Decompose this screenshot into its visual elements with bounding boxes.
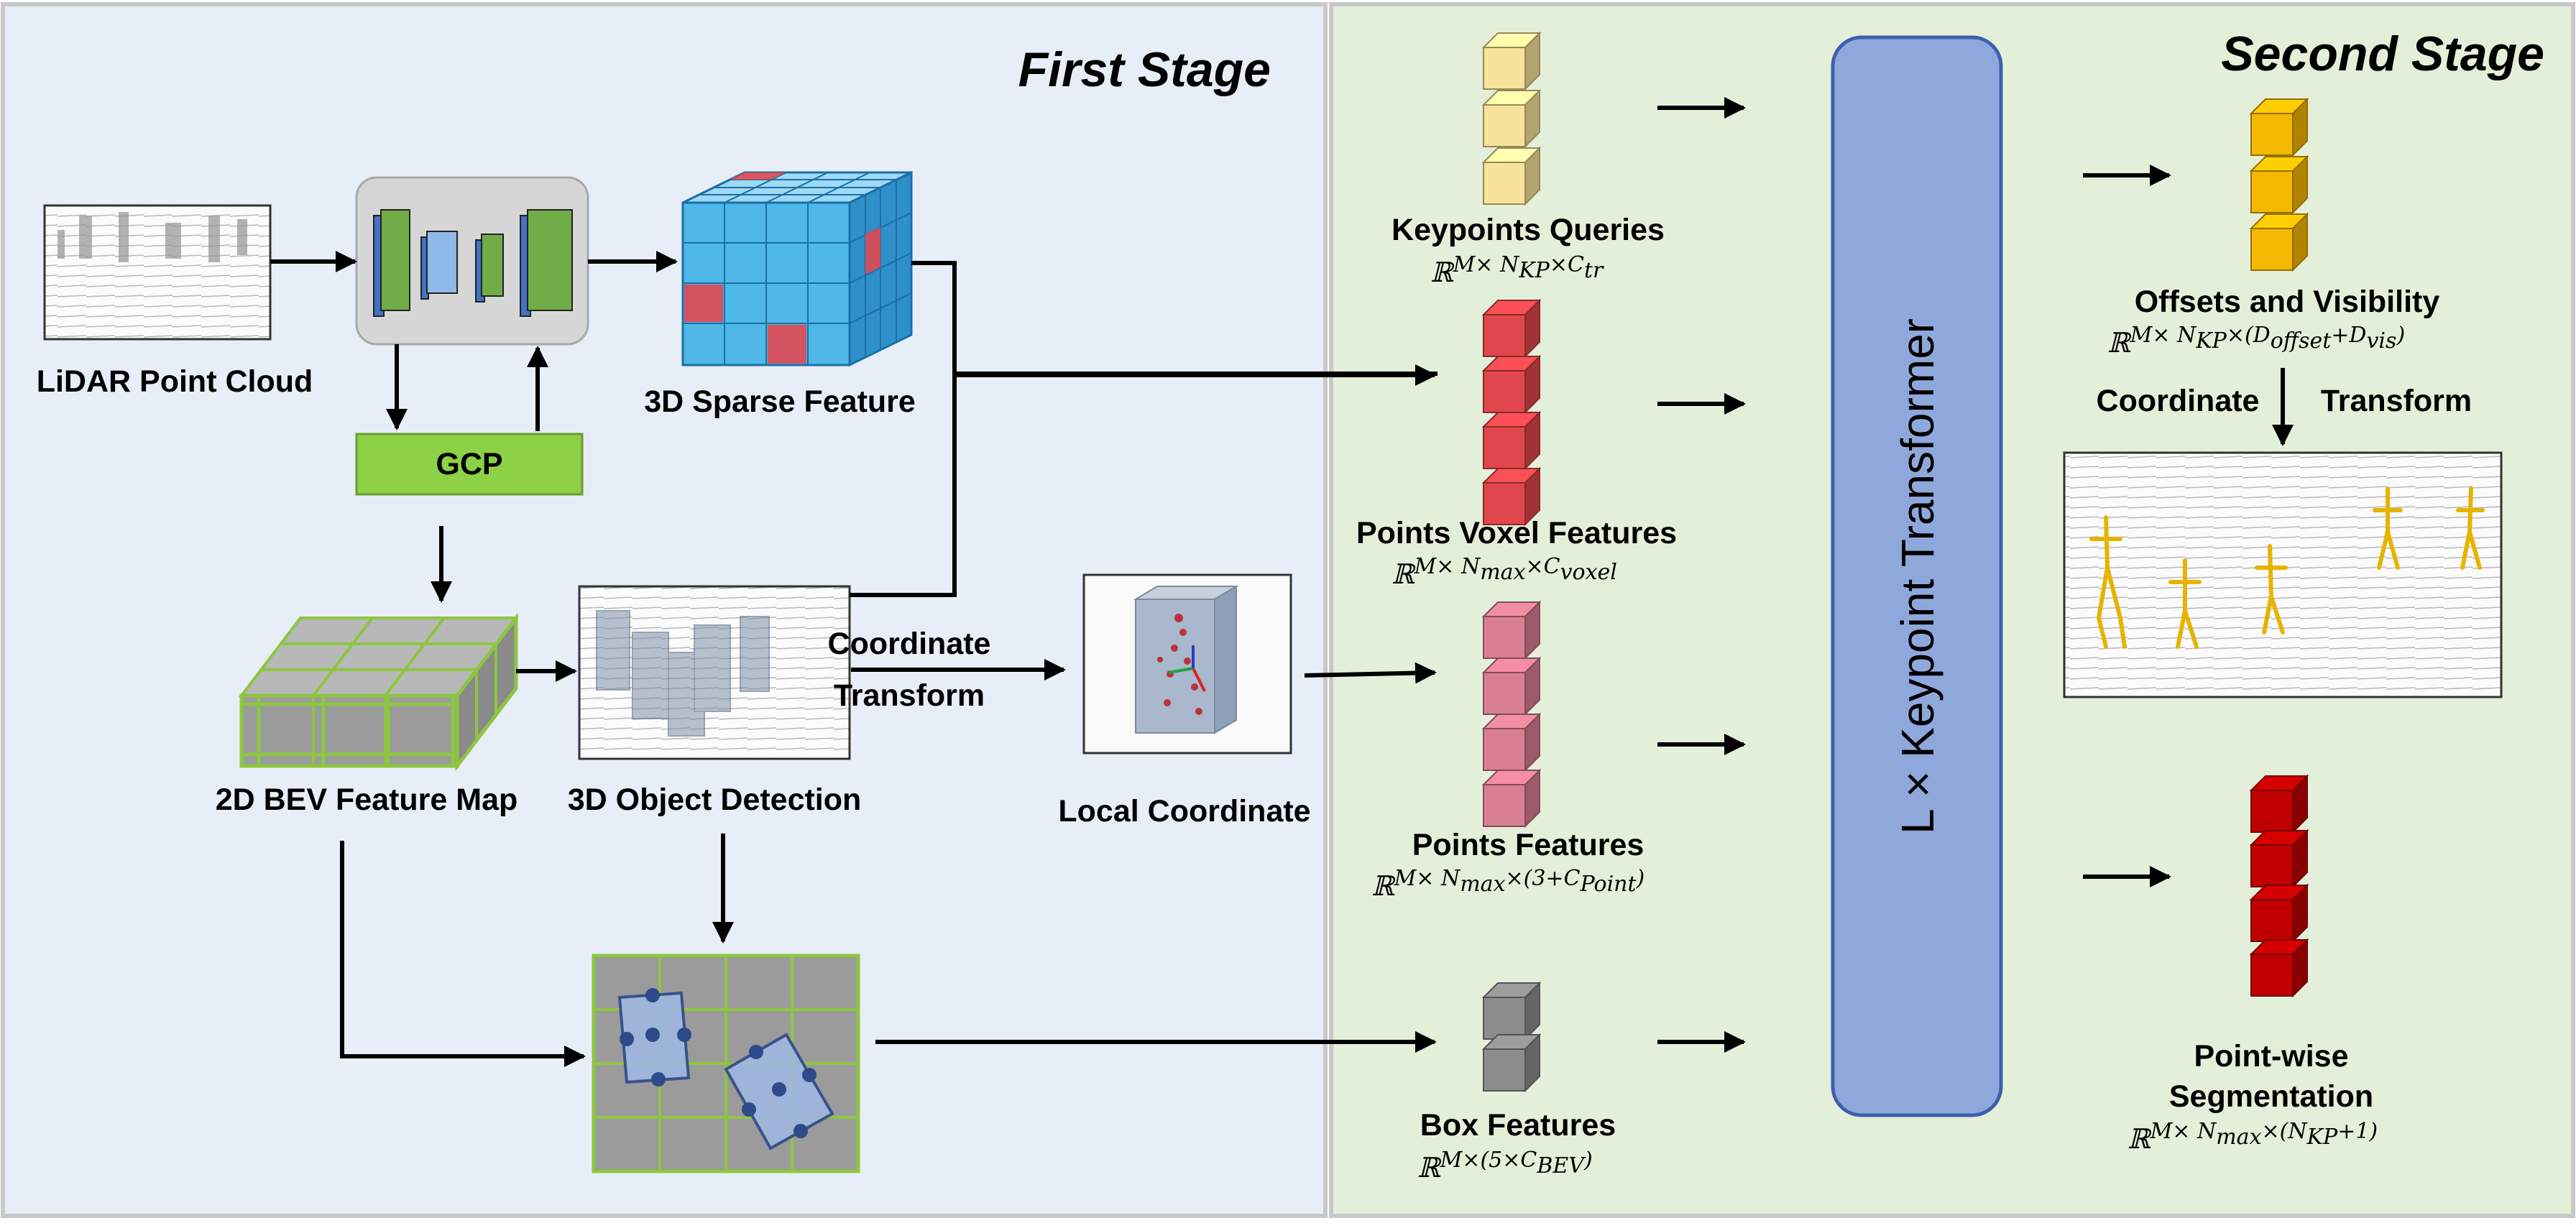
gcp-block xyxy=(355,433,584,496)
bev-feature-map xyxy=(238,612,520,772)
offset-cube xyxy=(2249,212,2309,272)
first-stage-arrows xyxy=(270,251,1438,1067)
detection-thumbnail xyxy=(578,585,851,760)
svg-text:ℝM× Nmax×Cvoxel: ℝM× Nmax×Cvoxel xyxy=(1392,554,1617,590)
keypoint-queries-label: Keypoints Queries xyxy=(1392,213,1665,247)
query-cube xyxy=(1481,88,1542,149)
points-feature-cube xyxy=(1481,712,1542,772)
voxel-cube xyxy=(1481,298,1542,359)
box-feature-cube xyxy=(1481,981,1542,1041)
segmentation-label-2: Segmentation xyxy=(2169,1079,2373,1114)
bev-box-map xyxy=(592,954,860,1173)
coord-transform-label-1: Coordinate xyxy=(828,627,991,661)
svg-text:ℝM× Nmax×(NKP+1): ℝM× Nmax×(NKP+1) xyxy=(2128,1119,2378,1155)
svg-text:ℝM× Nmax×(3+CPoint): ℝM× Nmax×(3+CPoint) xyxy=(1371,866,1644,902)
offset-cube xyxy=(2249,154,2309,215)
lidar-thumbnail xyxy=(43,204,272,341)
segmentation-cube xyxy=(2249,774,2309,834)
points-feature-cube xyxy=(1481,600,1542,660)
points-features-label: Points Features xyxy=(1412,828,1644,862)
svg-text:ℝM× NKP×Ctr: ℝM× NKP×Ctr xyxy=(1430,252,1604,288)
segmentation-cube xyxy=(2249,829,2309,889)
coord-transform-2a-label: Coordinate xyxy=(2097,384,2260,418)
segmentation-cube xyxy=(2249,883,2309,943)
first-stage-title: First Stage xyxy=(1018,42,1271,97)
voxel-cube xyxy=(1481,410,1542,471)
coord-transform-2b-label: Transform xyxy=(2321,384,2472,418)
query-cube xyxy=(1481,31,1542,91)
gcp-label: GCP xyxy=(436,447,502,481)
coord-transform-label-2: Transform xyxy=(834,678,985,713)
points-feature-cube xyxy=(1481,768,1542,829)
local-coordinate-thumbnail xyxy=(1082,573,1292,754)
sparse-label: 3D Sparse Feature xyxy=(644,384,916,419)
keypoint-transformer-block xyxy=(1831,35,2003,1117)
segmentation-label-1: Point-wise xyxy=(2194,1039,2348,1074)
voxel-features-label: Points Voxel Features xyxy=(1356,516,1677,550)
offset-cube xyxy=(2249,97,2309,157)
box-features-dim: ℝM×(5×CBEV) xyxy=(1417,1148,1593,1183)
second-stage-title: Second Stage xyxy=(2221,27,2544,81)
second-stage-arrows xyxy=(1657,97,2294,1053)
points-feature-cube xyxy=(1481,656,1542,716)
segmentation-cube xyxy=(2249,938,2309,998)
backbone-network xyxy=(355,176,589,346)
bev-label: 2D BEV Feature Map xyxy=(216,783,518,817)
svg-text:ℝM×(5×CBEV): ℝM×(5×CBEV) xyxy=(1417,1148,1593,1183)
offsets-dim: ℝM× NKP×(Doffset+Dvis) xyxy=(2107,323,2405,359)
result-point-cloud xyxy=(2063,451,2503,698)
lidar-label: LiDAR Point Cloud xyxy=(37,364,313,399)
voxel-cube xyxy=(1481,354,1542,415)
segmentation-dim: ℝM× Nmax×(NKP+1) xyxy=(2128,1119,2378,1155)
transformer-label: L × Keypoint Transformer xyxy=(1892,318,1944,834)
query-cube xyxy=(1481,146,1542,206)
detection-label: 3D Object Detection xyxy=(568,783,862,817)
box-features-label: Box Features xyxy=(1420,1108,1616,1143)
keypoint-queries-dim: ℝM× NKP×Ctr xyxy=(1430,252,1604,288)
sparse-feature-cube xyxy=(681,170,913,367)
voxel-features-dim: ℝM× Nmax×Cvoxel xyxy=(1392,554,1617,590)
points-features-dim: ℝM× Nmax×(3+CPoint) xyxy=(1371,866,1644,902)
voxel-cube xyxy=(1481,466,1542,527)
box-feature-cube xyxy=(1481,1033,1542,1093)
svg-text:ℝM× NKP×(Doffset+Dvis): ℝM× NKP×(Doffset+Dvis) xyxy=(2107,323,2405,359)
local-coord-label: Local Coordinate xyxy=(1058,794,1310,829)
token-cube-stacks xyxy=(1481,31,2309,1093)
offsets-label: Offsets and Visibility xyxy=(2135,285,2440,319)
